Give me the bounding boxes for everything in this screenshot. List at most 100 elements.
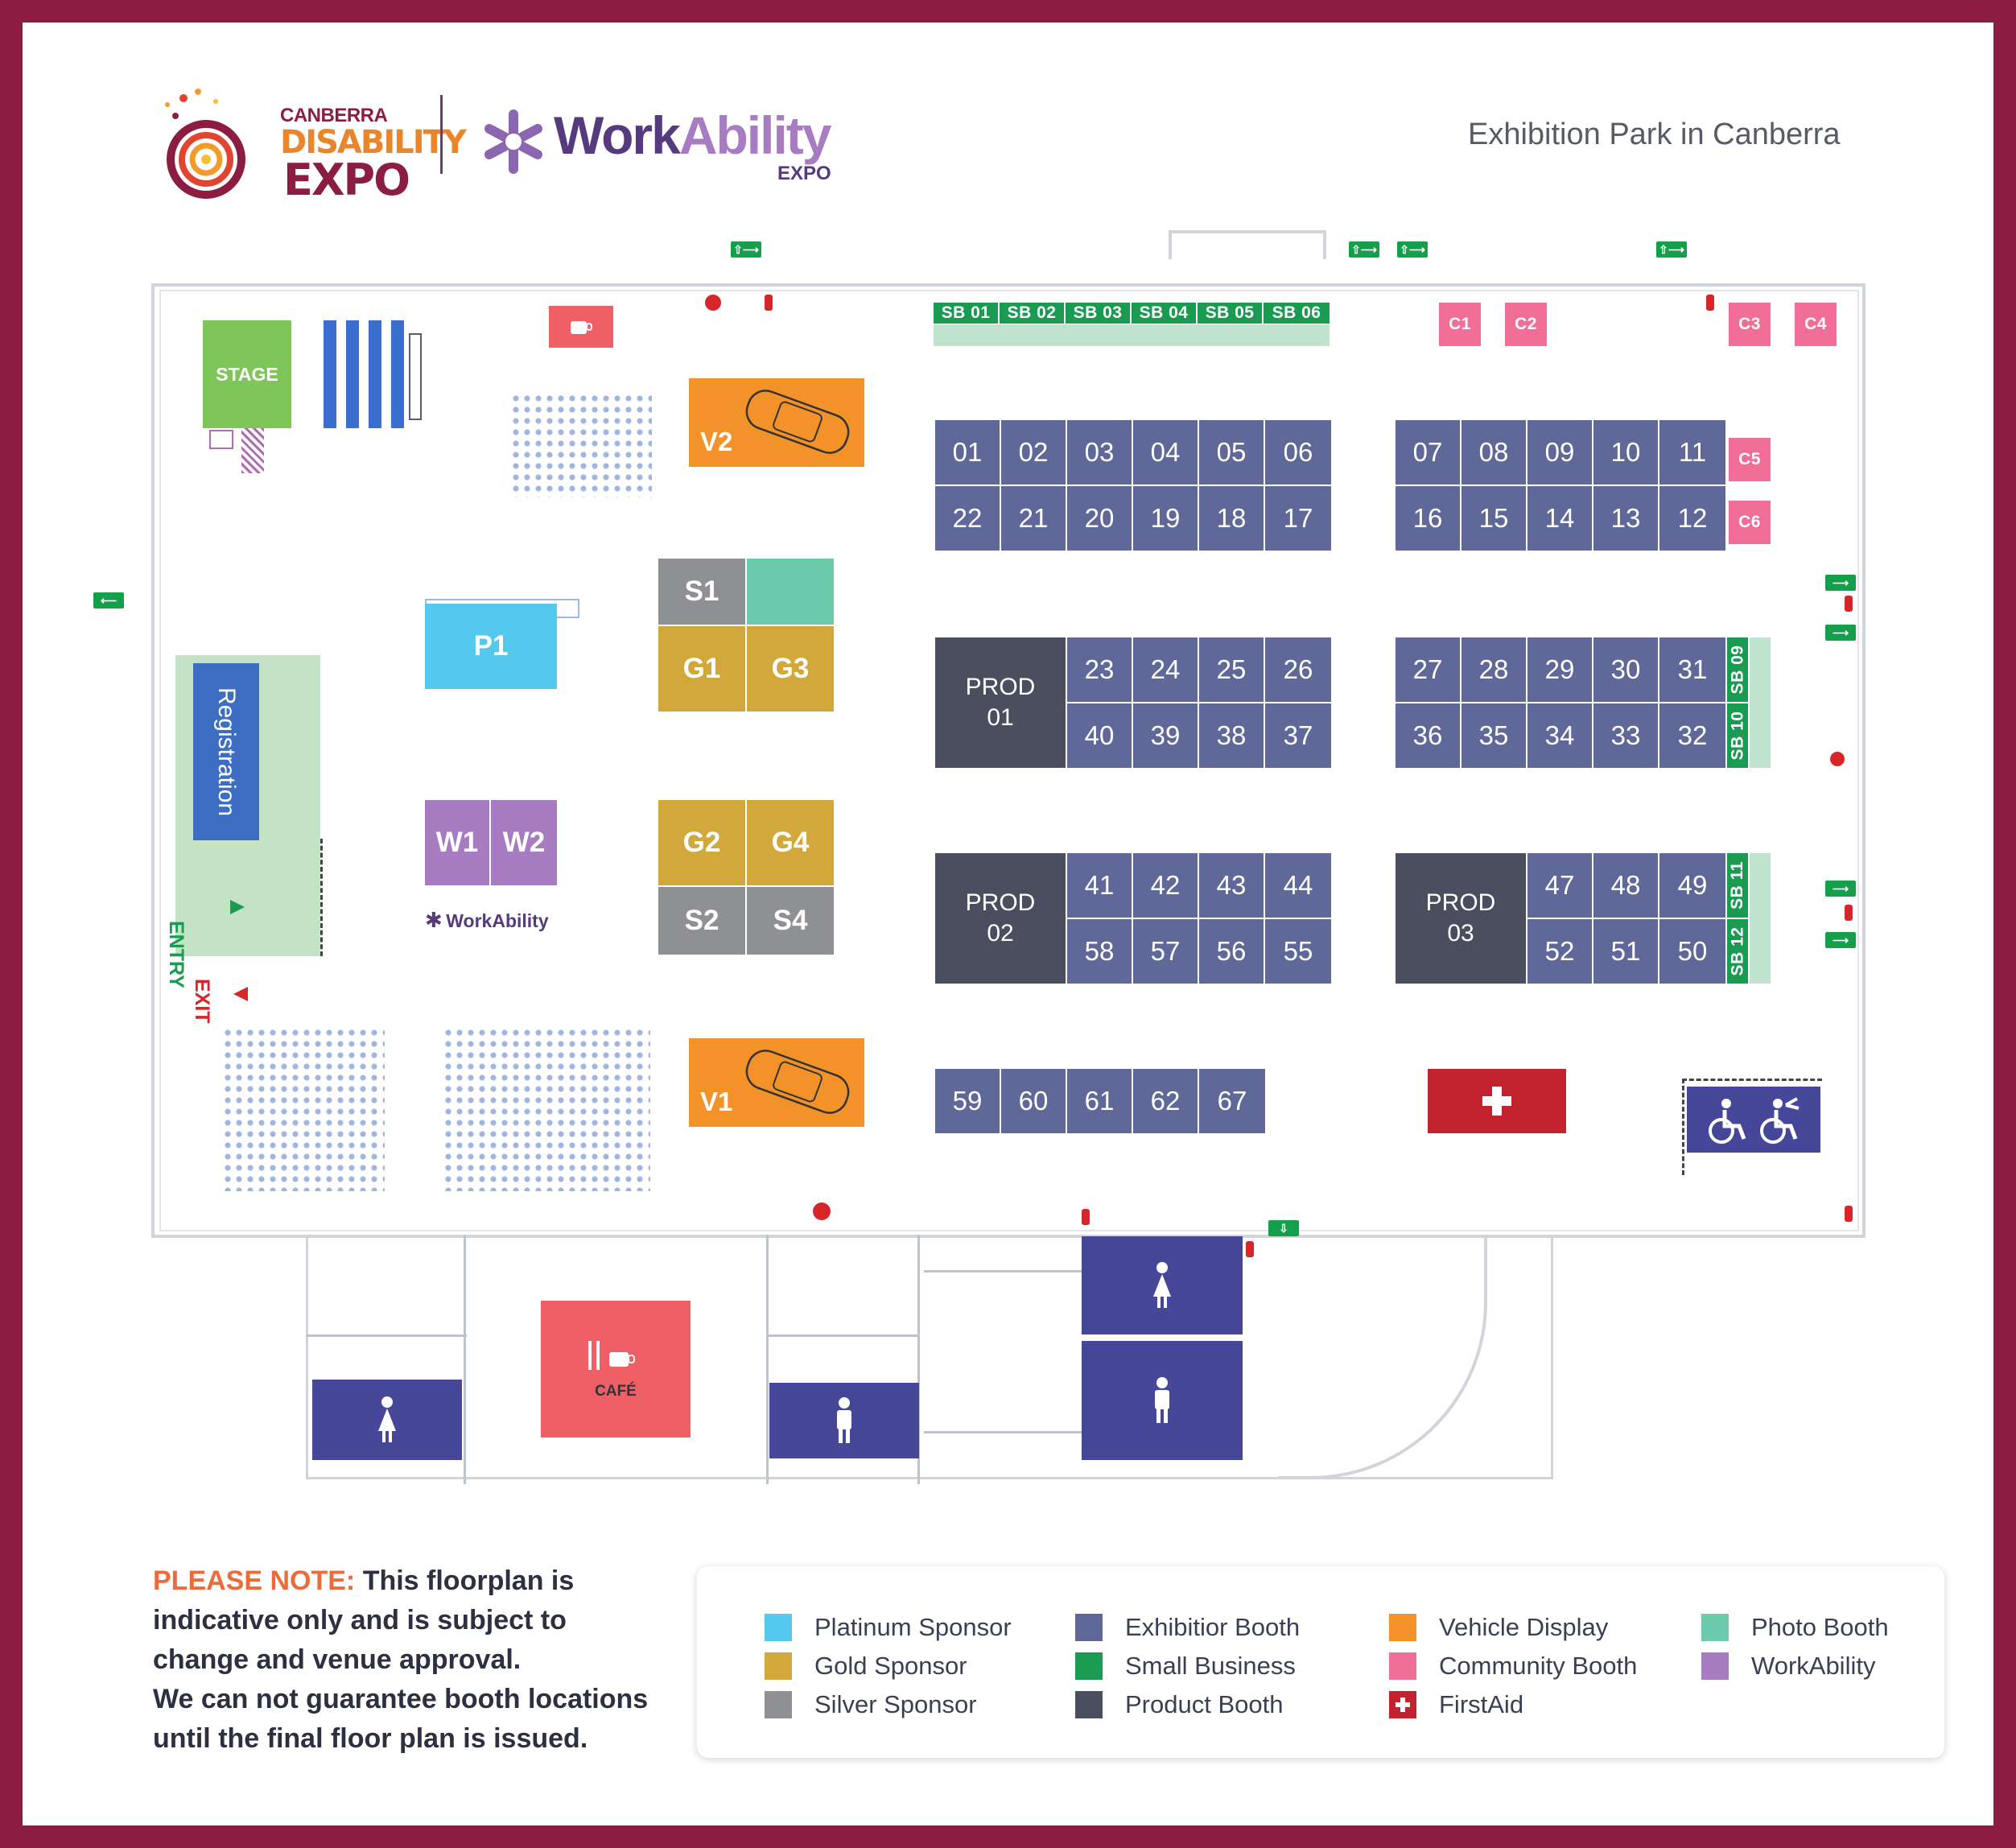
booth-25[interactable]: 25 <box>1199 637 1264 702</box>
booth-s1[interactable]: S1 <box>658 559 745 625</box>
booth-31[interactable]: 31 <box>1659 637 1725 702</box>
booth-36[interactable]: 36 <box>1396 703 1460 768</box>
note-line5: until the final floor plan is issued. <box>153 1723 588 1754</box>
booth-16[interactable]: 16 <box>1396 486 1460 551</box>
booth-g1[interactable]: G1 <box>658 626 745 712</box>
booth-18[interactable]: 18 <box>1199 486 1264 551</box>
booth-sb01[interactable]: SB 01 <box>934 303 998 324</box>
booth-05[interactable]: 05 <box>1199 420 1264 485</box>
booth-37[interactable]: 37 <box>1265 703 1331 768</box>
booth-23[interactable]: 23 <box>1067 637 1132 702</box>
booth-s4[interactable]: S4 <box>747 887 834 955</box>
booth-48[interactable]: 48 <box>1593 853 1658 918</box>
booth-21[interactable]: 21 <box>1001 486 1066 551</box>
booth-57[interactable]: 57 <box>1133 919 1198 984</box>
booth-61[interactable]: 61 <box>1067 1069 1132 1133</box>
booth-c1[interactable]: C1 <box>1439 303 1481 346</box>
booth-47[interactable]: 47 <box>1527 853 1592 918</box>
booth-50[interactable]: 50 <box>1659 919 1725 984</box>
product-booth-01[interactable]: PROD 01 <box>935 637 1066 768</box>
booth-sb05[interactable]: SB 05 <box>1198 303 1262 324</box>
booth-22[interactable]: 22 <box>935 486 1000 551</box>
booth-09[interactable]: 09 <box>1527 420 1592 485</box>
booth-51[interactable]: 51 <box>1593 919 1658 984</box>
booth-55[interactable]: 55 <box>1265 919 1331 984</box>
booth-58[interactable]: 58 <box>1067 919 1132 984</box>
product-booth-03[interactable]: PROD 03 <box>1396 853 1526 984</box>
booth-sb04[interactable]: SB 04 <box>1132 303 1196 324</box>
booth-26[interactable]: 26 <box>1265 637 1331 702</box>
booth-sb12[interactable]: SB 12 <box>1727 919 1748 984</box>
booth-10[interactable]: 10 <box>1593 420 1658 485</box>
booth-14[interactable]: 14 <box>1527 486 1592 551</box>
lower-rooms-outline <box>306 1235 1553 1479</box>
booth-13[interactable]: 13 <box>1593 486 1658 551</box>
booth-g4[interactable]: G4 <box>747 800 834 885</box>
photo-booth[interactable] <box>747 559 834 625</box>
booth-43[interactable]: 43 <box>1199 853 1264 918</box>
booth-28[interactable]: 28 <box>1461 637 1526 702</box>
booth-41[interactable]: 41 <box>1067 853 1132 918</box>
booth-sb11[interactable]: SB 11 <box>1727 853 1748 918</box>
booth-30[interactable]: 30 <box>1593 637 1658 702</box>
booth-g2[interactable]: G2 <box>658 800 745 885</box>
product-booth-02[interactable]: PROD 02 <box>935 853 1066 984</box>
booth-04[interactable]: 04 <box>1133 420 1198 485</box>
booth-62[interactable]: 62 <box>1133 1069 1198 1133</box>
booth-c6[interactable]: C6 <box>1729 501 1771 544</box>
booth-24[interactable]: 24 <box>1133 637 1198 702</box>
booth-67[interactable]: 67 <box>1199 1069 1265 1133</box>
booth-44[interactable]: 44 <box>1265 853 1331 918</box>
booth-60[interactable]: 60 <box>1001 1069 1066 1133</box>
booth-w2[interactable]: W2 <box>491 800 557 885</box>
booth-08[interactable]: 08 <box>1461 420 1526 485</box>
booth-07[interactable]: 07 <box>1396 420 1460 485</box>
booth-39[interactable]: 39 <box>1133 703 1198 768</box>
booth-17[interactable]: 17 <box>1265 486 1331 551</box>
cafe[interactable]: CAFÉ <box>541 1301 691 1438</box>
exit-sign-icon: ⇧⟶ <box>1397 241 1428 258</box>
booth-40[interactable]: 40 <box>1067 703 1132 768</box>
booth-sb02[interactable]: SB 02 <box>1000 303 1064 324</box>
booth-03[interactable]: 03 <box>1067 420 1132 485</box>
booth-g3[interactable]: G3 <box>747 626 834 712</box>
booth-42[interactable]: 42 <box>1133 853 1198 918</box>
booth-sb06[interactable]: SB 06 <box>1264 303 1330 324</box>
prod02-line1: PROD <box>965 889 1036 916</box>
booth-52[interactable]: 52 <box>1527 919 1592 984</box>
booth-56[interactable]: 56 <box>1199 919 1264 984</box>
booth-s2[interactable]: S2 <box>658 887 745 955</box>
booth-20[interactable]: 20 <box>1067 486 1132 551</box>
booth-01[interactable]: 01 <box>935 420 1000 485</box>
booth-33[interactable]: 33 <box>1593 703 1658 768</box>
booth-c2[interactable]: C2 <box>1505 303 1547 346</box>
booth-34[interactable]: 34 <box>1527 703 1592 768</box>
booth-29[interactable]: 29 <box>1527 637 1592 702</box>
booth-c4[interactable]: C4 <box>1795 303 1837 346</box>
booth-sb09[interactable]: SB 09 <box>1727 637 1748 702</box>
vehicle-display-v1[interactable]: V1 <box>689 1038 864 1127</box>
booth-06[interactable]: 06 <box>1265 420 1331 485</box>
booth-59[interactable]: 59 <box>935 1069 1000 1133</box>
booth-sb10[interactable]: SB 10 <box>1727 703 1748 768</box>
booth-27[interactable]: 27 <box>1396 637 1460 702</box>
legend-label: Platinum Sponsor <box>814 1613 1012 1641</box>
booth-c3[interactable]: C3 <box>1729 303 1771 346</box>
booth-11[interactable]: 11 <box>1659 420 1725 485</box>
booth-32[interactable]: 32 <box>1659 703 1725 768</box>
booth-19[interactable]: 19 <box>1133 486 1198 551</box>
spiral-logo-icon <box>165 89 245 199</box>
booth-c5[interactable]: C5 <box>1729 438 1771 481</box>
female-toilet <box>1082 1236 1243 1334</box>
booth-p1[interactable]: P1 <box>425 604 557 689</box>
booth-w1[interactable]: W1 <box>425 800 489 885</box>
booth-49[interactable]: 49 <box>1659 853 1725 918</box>
booth-15[interactable]: 15 <box>1461 486 1526 551</box>
booth-sb03[interactable]: SB 03 <box>1066 303 1130 324</box>
vehicle-display-v2[interactable]: V2 <box>689 378 864 467</box>
first-aid-station[interactable] <box>1428 1069 1566 1133</box>
booth-02[interactable]: 02 <box>1001 420 1066 485</box>
booth-12[interactable]: 12 <box>1659 486 1725 551</box>
booth-35[interactable]: 35 <box>1461 703 1526 768</box>
booth-38[interactable]: 38 <box>1199 703 1264 768</box>
